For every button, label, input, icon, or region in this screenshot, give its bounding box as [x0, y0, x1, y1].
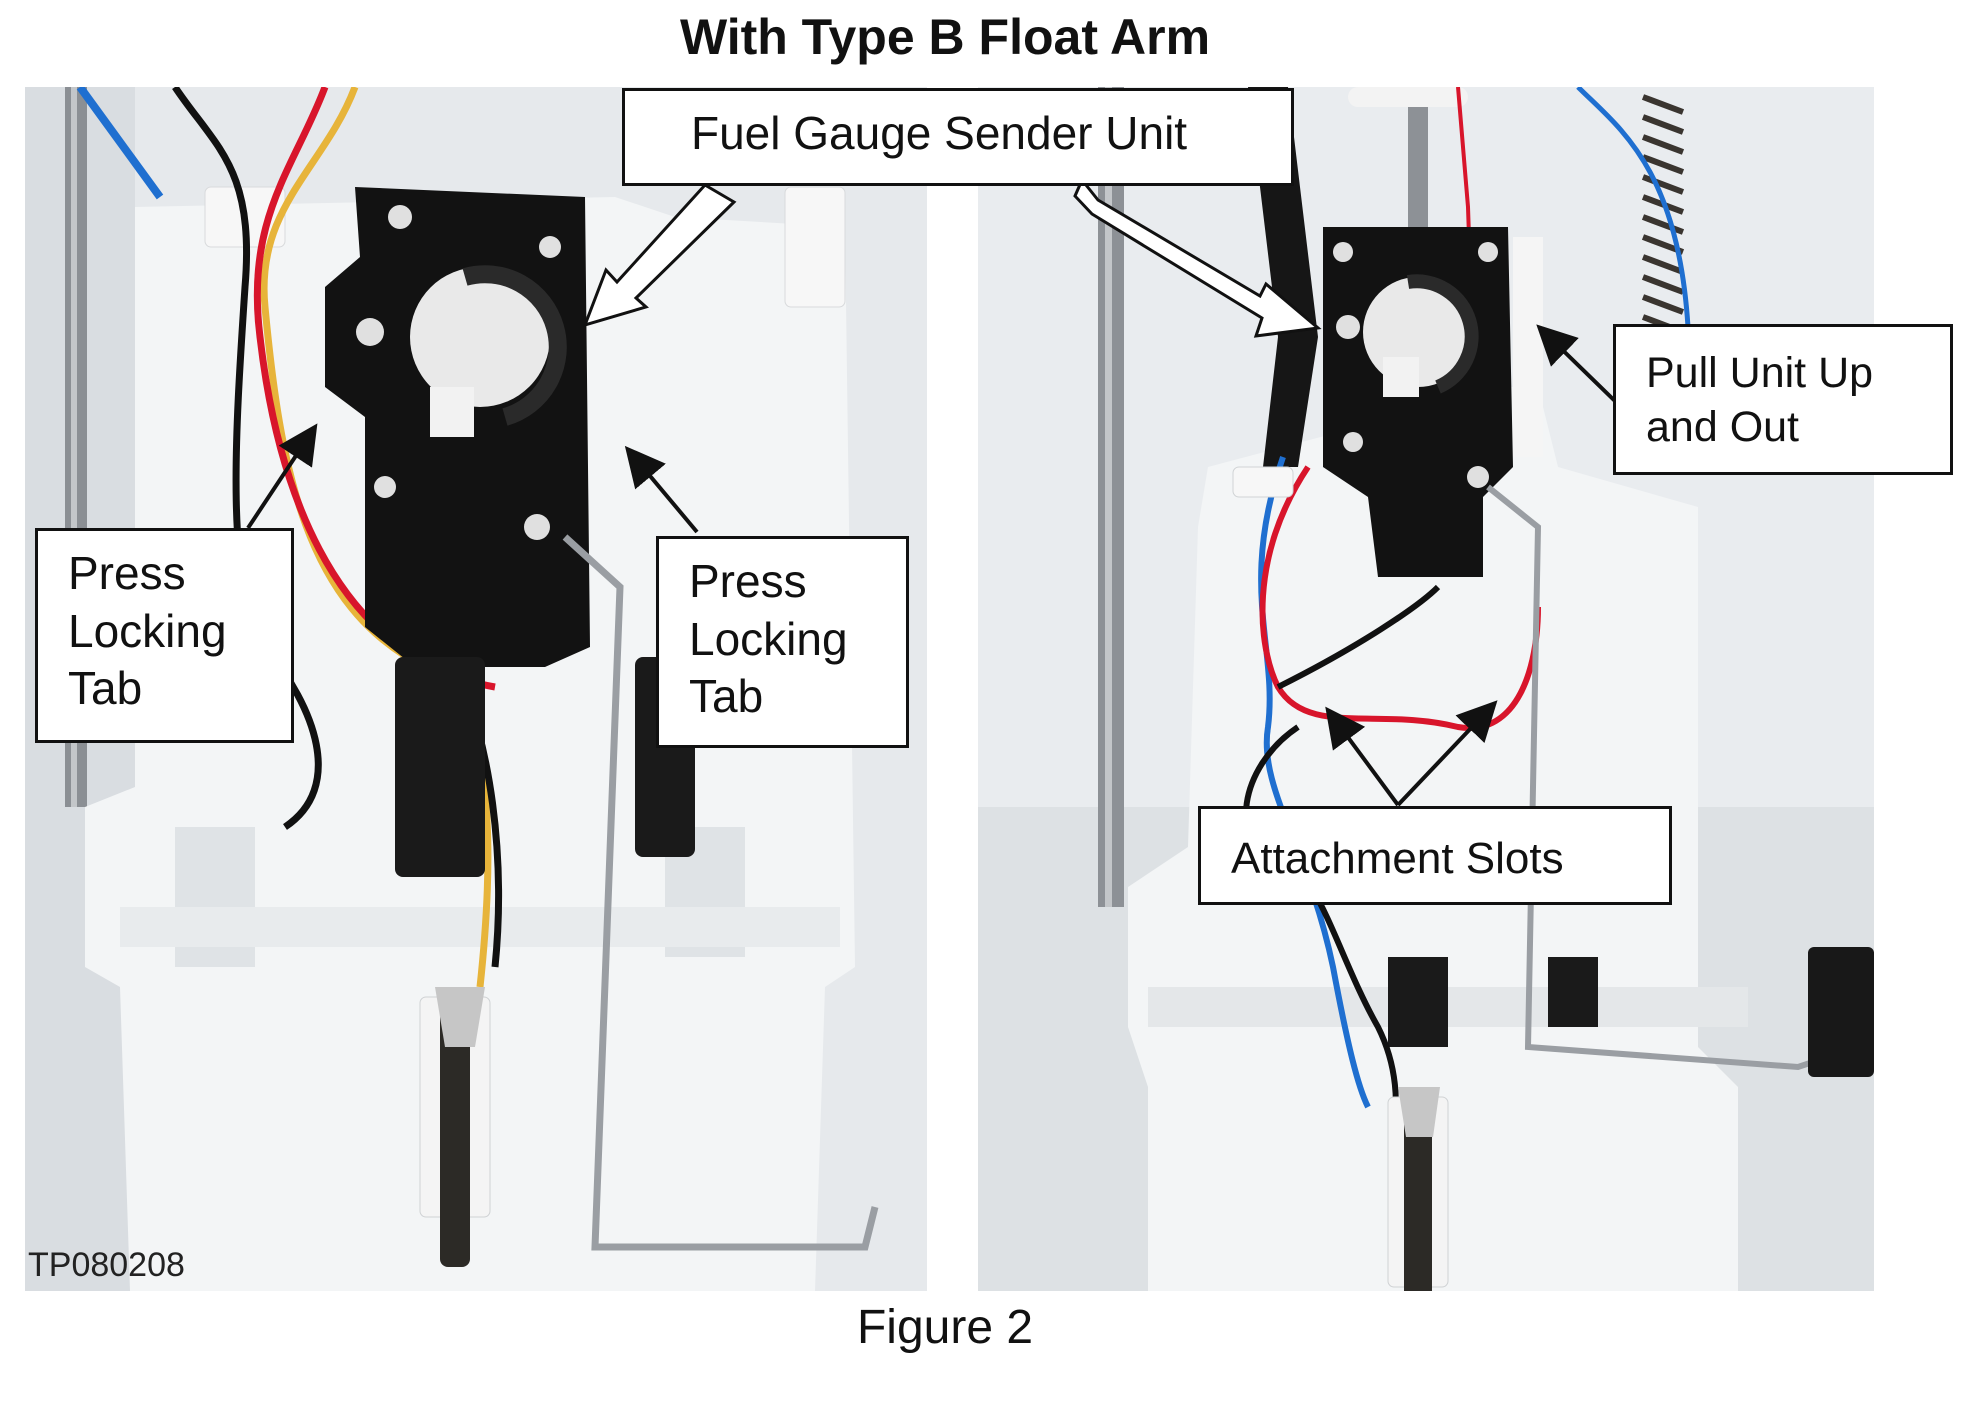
slot-arrow-left	[1325, 706, 1400, 807]
middle-tab-arrow	[624, 445, 699, 534]
photo-id: TP080208	[28, 1246, 185, 1284]
figure-title: With Type B Float Arm	[679, 9, 1211, 65]
pull-unit-arrow	[1536, 324, 1619, 405]
sender-unit-callout: Fuel Gauge Sender Unit	[622, 88, 1294, 186]
attachment-slots-callout: Attachment Slots	[1198, 806, 1672, 905]
sender-arrow-left	[582, 183, 737, 328]
figure-caption: Figure 2	[856, 1301, 1034, 1354]
slot-arrow-right	[1396, 700, 1498, 807]
left-tab-arrow	[246, 423, 318, 530]
middle-locking-tab-callout: Press Locking Tab	[656, 536, 909, 748]
left-locking-tab-callout: Press Locking Tab	[35, 528, 294, 743]
sender-arrow-right	[1073, 177, 1322, 338]
pull-unit-callout: Pull Unit Up and Out	[1613, 324, 1953, 475]
